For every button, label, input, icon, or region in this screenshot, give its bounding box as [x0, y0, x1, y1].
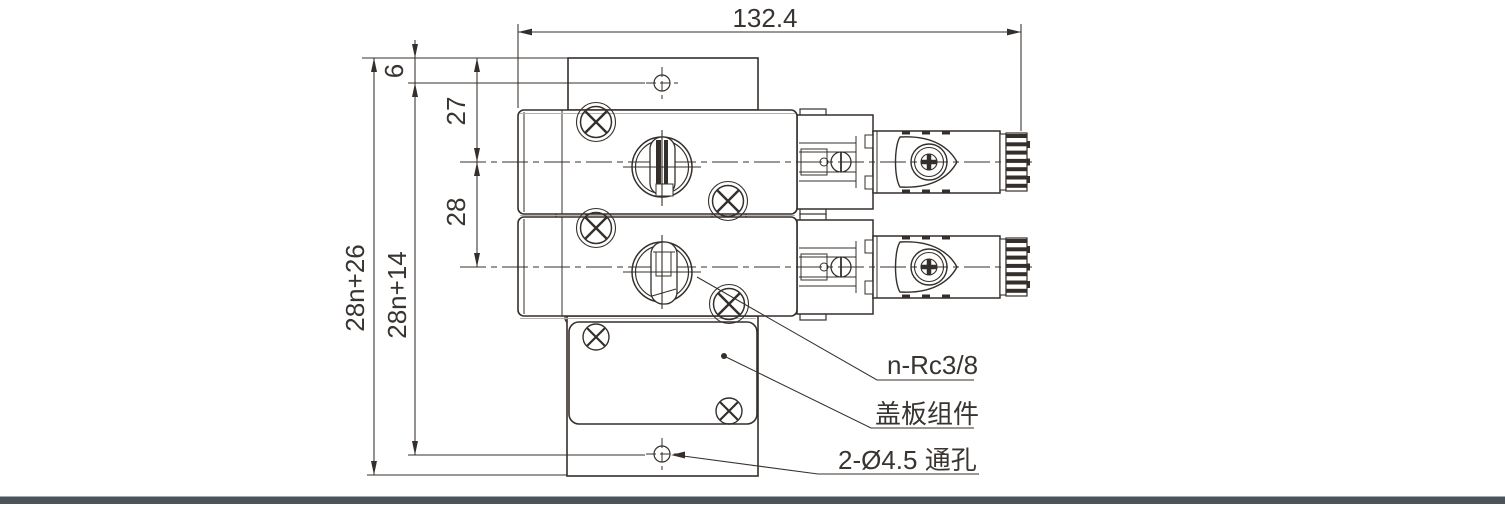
dim-overall-height-formula: 28n+26 — [340, 244, 370, 331]
mounting-hole-bottom — [646, 438, 678, 470]
callout-port-thread: n-Rc3/8 — [887, 350, 978, 380]
mounting-hole-top — [646, 67, 678, 99]
dim-station-pitch: 28 — [441, 198, 471, 227]
footer-divider-bar — [0, 496, 1505, 504]
screw-icon — [575, 207, 617, 249]
callout-through-holes: 2-Ø4.5 通孔 — [838, 445, 977, 475]
dim-hole-spacing-formula: 28n+14 — [382, 251, 412, 338]
dial-port-2 — [623, 235, 701, 309]
valve-centerlines — [460, 161, 1035, 268]
cover-plate — [568, 321, 758, 425]
leader-lines — [682, 276, 979, 475]
dimension-arrowheads — [371, 28, 1021, 475]
screw-icon — [582, 323, 610, 351]
callout-cover-plate: 盖板组件 — [875, 399, 979, 429]
dim-first-station-pitch: 27 — [441, 97, 471, 126]
dimension-lines — [362, 24, 1022, 476]
dial-port-1 — [623, 130, 701, 206]
dim-top-hole-offset: 6 — [379, 64, 409, 78]
top-mounting-plate — [567, 57, 759, 111]
leader-dot — [721, 353, 727, 359]
screw-icon — [715, 397, 743, 425]
screw-icon — [707, 180, 749, 222]
dim-overall-width: 132.4 — [732, 3, 797, 33]
screw-icon — [575, 101, 617, 143]
